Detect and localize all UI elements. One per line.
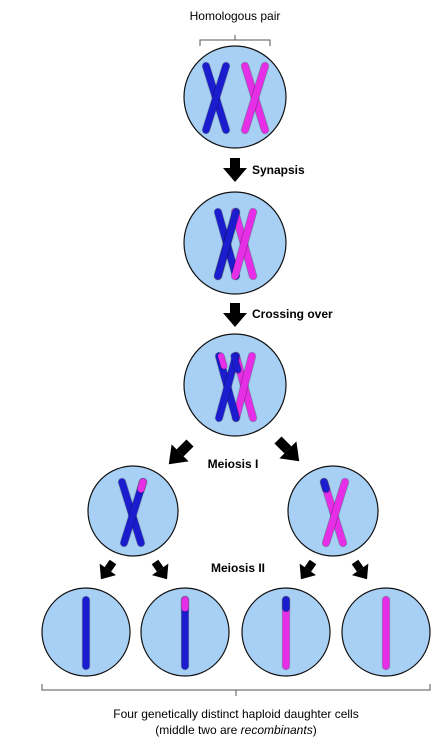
daughter-cells-bracket (41, 684, 431, 696)
chromosome-blue (202, 62, 230, 134)
cell-synapsis (183, 191, 287, 295)
arrow-left-meiosis-1 (168, 439, 194, 465)
homologous-pair-label: Homologous pair (190, 9, 281, 23)
caption-line-2: (middle two are recombinants) (155, 723, 316, 737)
chromosome-blue-front (214, 208, 240, 280)
daughter-cell-2 (140, 587, 230, 677)
caption-suffix: ) (313, 723, 317, 737)
cell-crossing-over (183, 333, 287, 437)
crossover-tip-blue (320, 478, 330, 493)
homologous-pair-bracket (199, 35, 271, 46)
chromosome-magenta (231, 208, 257, 280)
caption-emphasis: recombinants (241, 723, 313, 737)
crossover-segment-magenta (218, 353, 227, 369)
arrow-meiosis-2-a (99, 559, 117, 580)
daughter-cell-3 (241, 587, 331, 677)
arrow-meiosis-2-d (351, 559, 369, 580)
chromatid-magenta (322, 478, 349, 547)
chromosome-magenta (241, 62, 269, 134)
caption-prefix: (middle two are (155, 723, 240, 737)
arrow-down-synapsis (223, 158, 247, 182)
synapsis-label: Synapsis (252, 163, 305, 177)
meiosis-1-label: Meiosis I (208, 457, 259, 471)
arrow-meiosis-2-c (299, 559, 317, 580)
cell-meiosis-1-right (287, 465, 379, 557)
crossover-tip-magenta (137, 478, 147, 493)
arrow-meiosis-2-b (151, 559, 169, 580)
caption-line-1: Four genetically distinct haploid daught… (113, 707, 358, 721)
arrow-down-crossing-over (223, 303, 247, 327)
cell-homologous-pair (183, 45, 287, 149)
cell-circle (183, 191, 287, 295)
crossover-segment-blue (231, 353, 241, 373)
daughter-cell-4 (341, 587, 431, 677)
meiosis-2-label: Meiosis II (211, 561, 265, 575)
cell-circle (183, 45, 287, 149)
crossing-over-label: Crossing over (252, 307, 333, 321)
cell-meiosis-1-left (87, 465, 179, 557)
daughter-cell-1 (41, 587, 131, 677)
cell-circle (183, 333, 287, 437)
arrow-right-meiosis-1 (274, 436, 300, 462)
